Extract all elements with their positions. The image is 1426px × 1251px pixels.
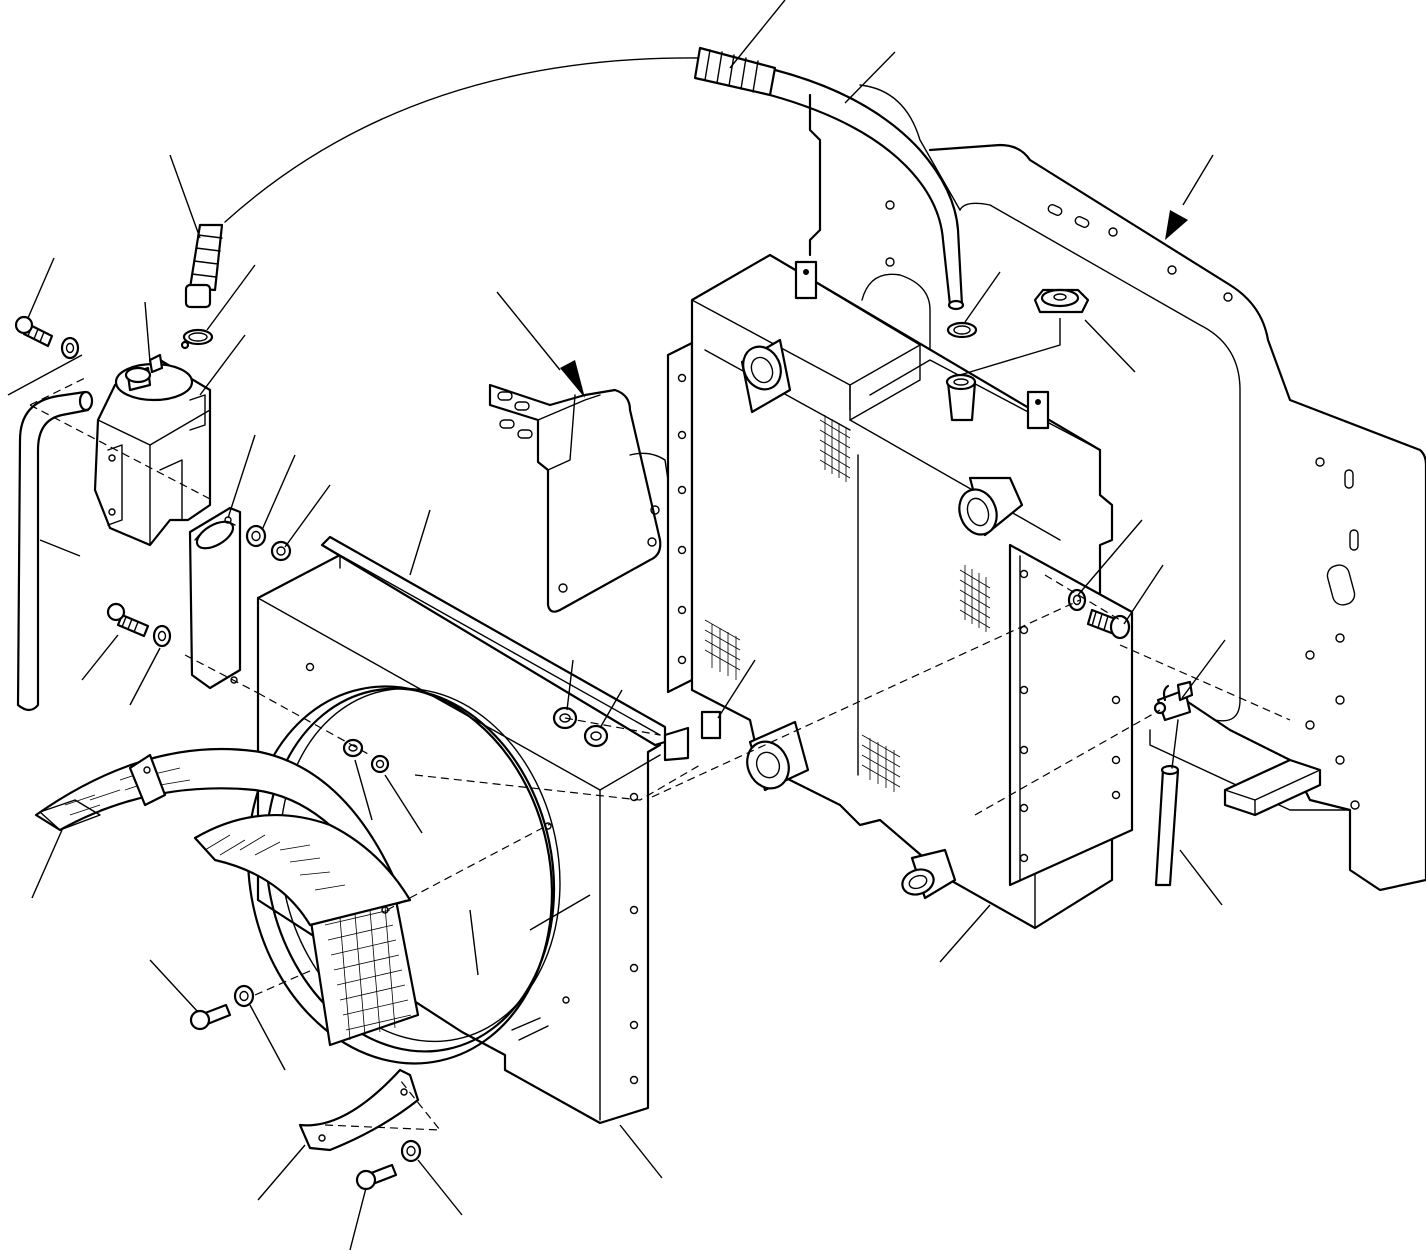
overflow-hose-end <box>184 223 224 309</box>
arrowheads <box>560 210 1188 398</box>
mounting-block <box>1223 758 1322 817</box>
alignment-lines <box>29 377 1291 1131</box>
leader-lines <box>7 0 1226 1251</box>
frame-panel <box>808 84 1426 892</box>
tank-hose <box>16 390 94 712</box>
drain-hose <box>1154 719 1180 887</box>
radiator <box>666 253 1134 930</box>
overflow-hose <box>224 46 965 311</box>
tank-bracket <box>188 506 242 690</box>
reserve-tank <box>93 353 212 547</box>
seal-strip <box>320 535 690 762</box>
fan-guard <box>34 747 420 1047</box>
support-bracket <box>488 383 669 613</box>
drain-cock <box>1153 680 1194 722</box>
tank-bolts <box>14 315 422 1191</box>
guard-lower-bracket <box>298 1068 420 1152</box>
shroud-nuts <box>342 706 609 774</box>
radiator-cap <box>1033 288 1090 314</box>
hose-clamp-radiator <box>946 321 978 339</box>
hose-clamp <box>180 328 214 350</box>
radiator-side-bolt <box>1067 588 1131 640</box>
